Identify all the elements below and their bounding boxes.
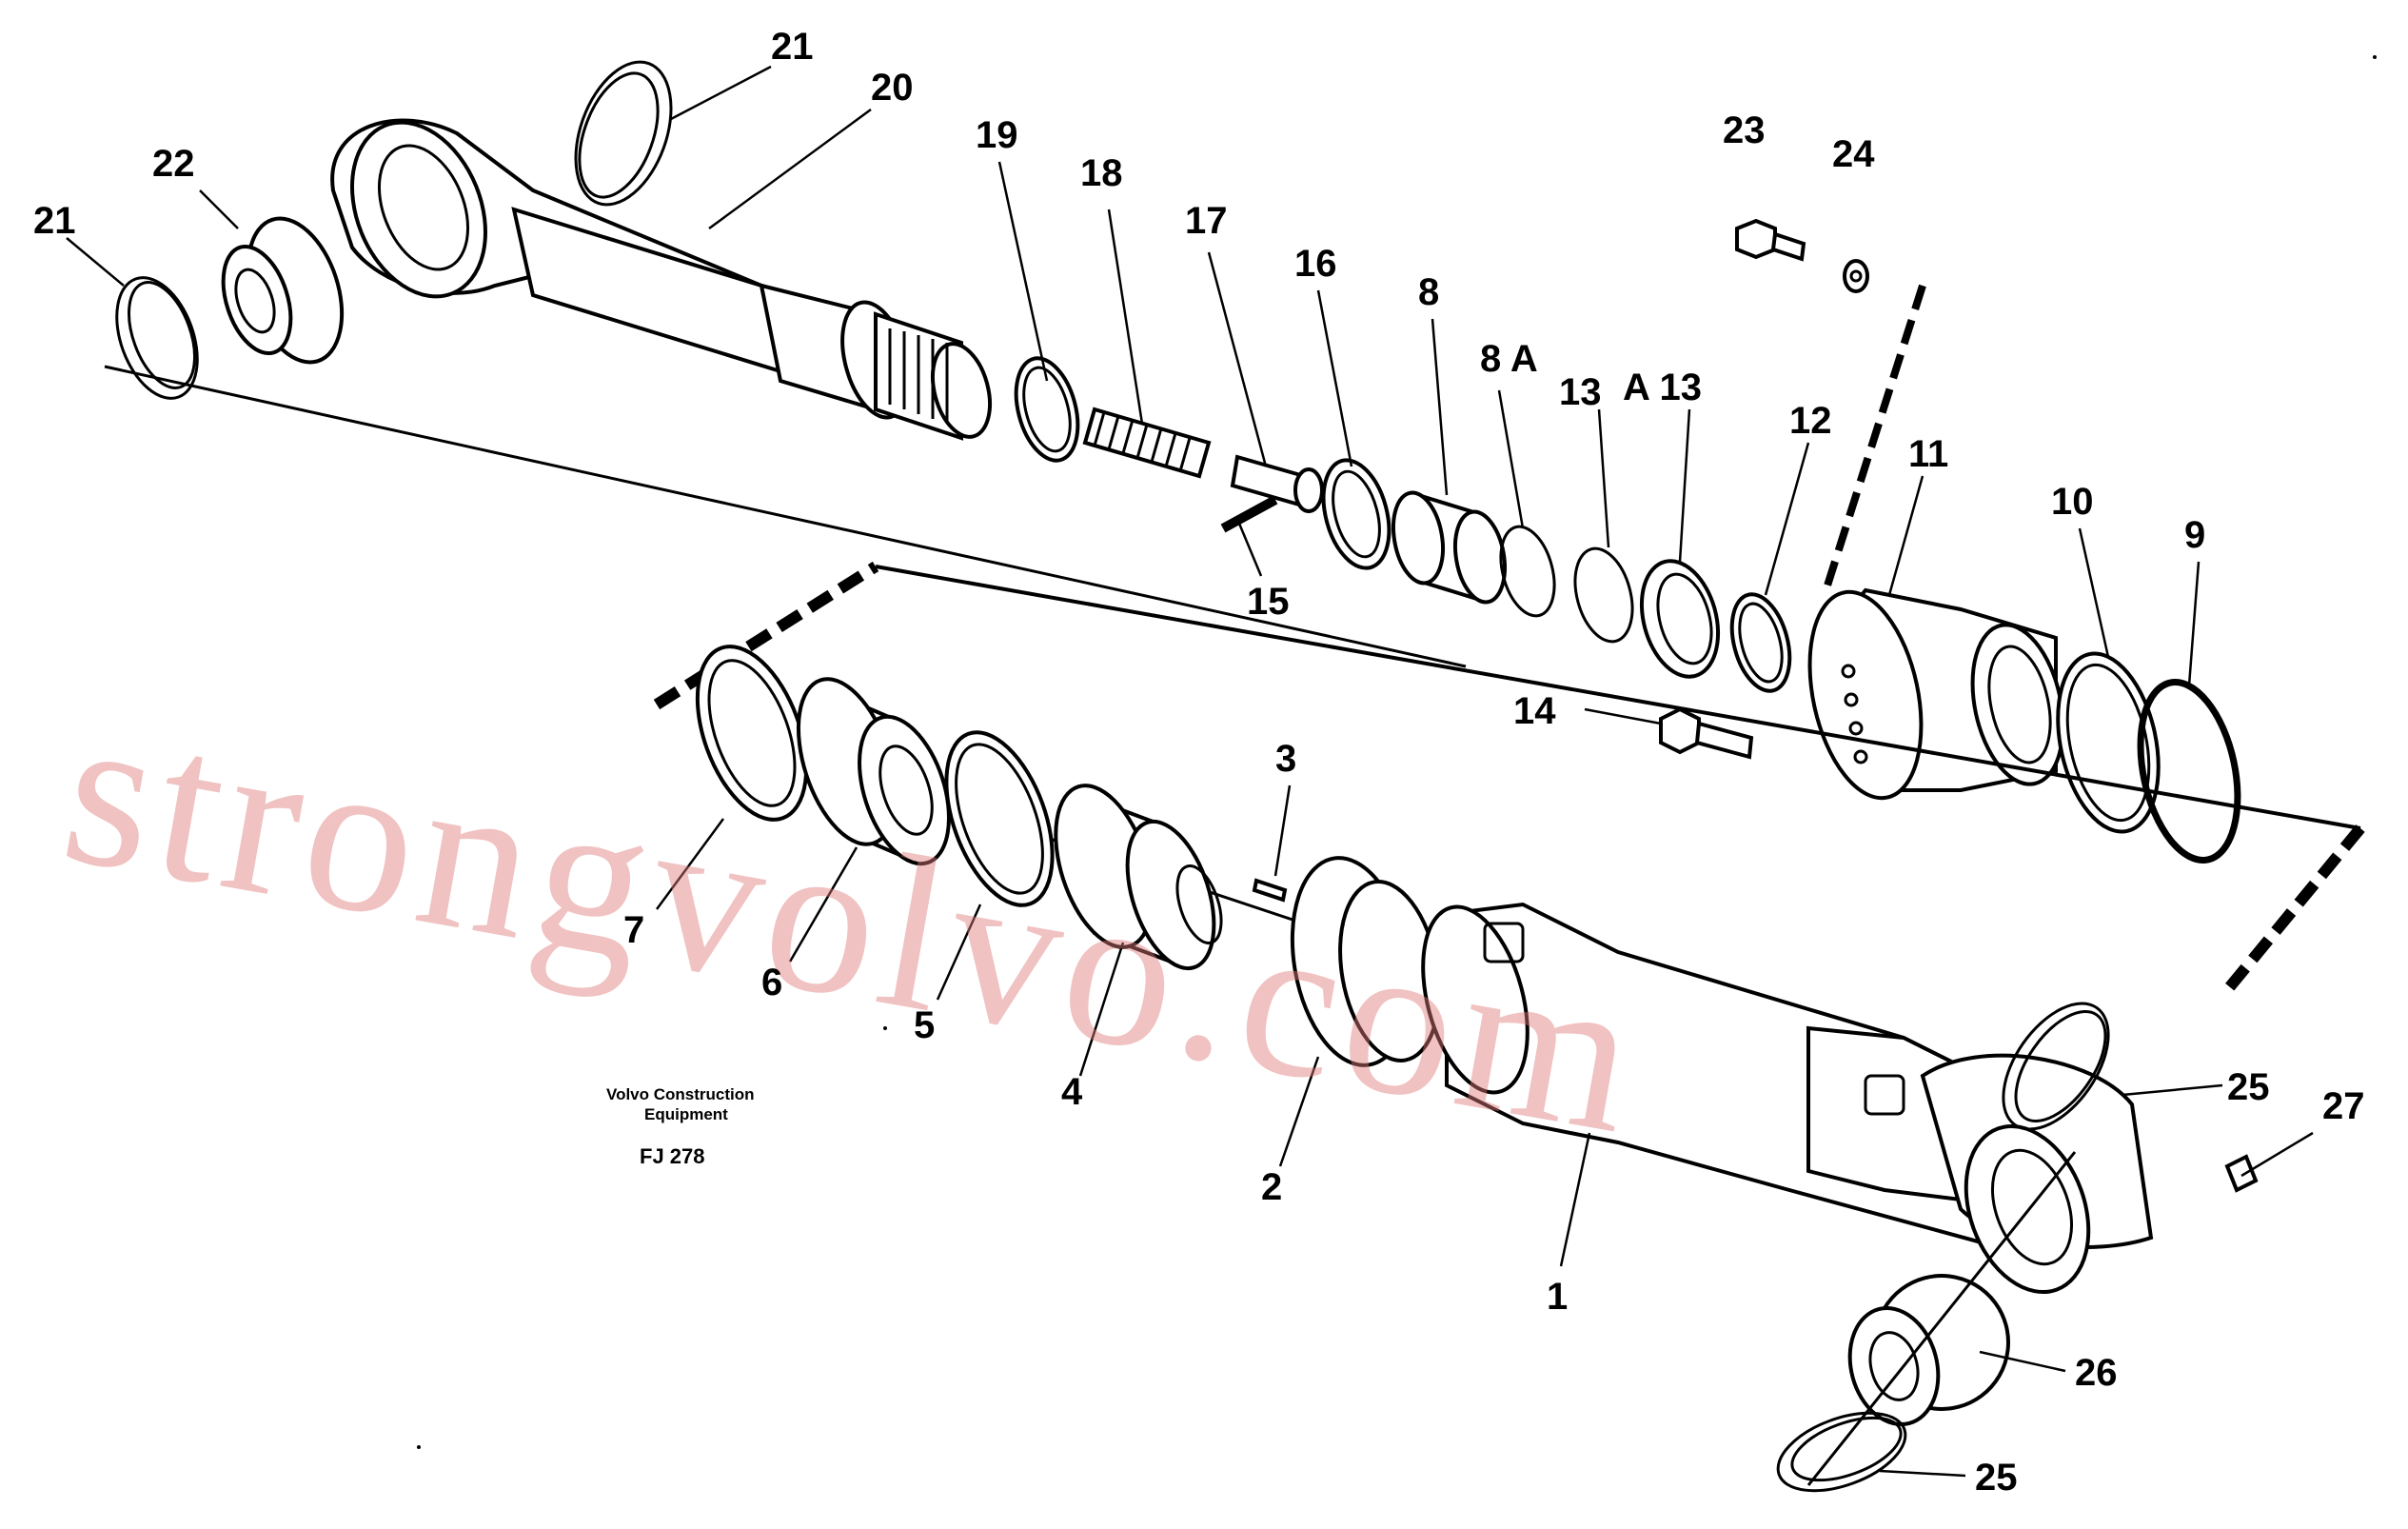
- bolt-23: [1735, 218, 1806, 262]
- callout-26: 26: [2075, 1352, 2118, 1394]
- leader-lines: [66, 65, 2314, 1478]
- lower-assembly: [653, 561, 2365, 1493]
- upper-assembly: [104, 60, 2241, 864]
- ring-9: [2137, 679, 2241, 864]
- grease-nipple-27: [2224, 1154, 2259, 1193]
- callout-15: 15: [1247, 581, 1290, 623]
- retaining-ring-25-upper: [2002, 1002, 2110, 1131]
- spherical-bearing-26: [1847, 1274, 2010, 1427]
- screw-3: [1252, 878, 1288, 903]
- washer-24: [1843, 259, 1869, 293]
- spherical-bearing-22: [221, 216, 345, 365]
- seal-a13: [1639, 559, 1721, 679]
- spring-18: [1082, 407, 1212, 479]
- callout-7: 7: [623, 909, 644, 951]
- callout-21-upper: 21: [771, 26, 814, 68]
- ring-12: [1729, 592, 1792, 693]
- piston-6: [796, 677, 951, 866]
- pin-15: [1220, 495, 1278, 533]
- callout-9: 9: [2184, 514, 2205, 556]
- retaining-ring-21-left: [115, 276, 199, 400]
- callout-4: 4: [1061, 1071, 1083, 1113]
- callout-21-left: 21: [33, 200, 76, 242]
- sleeve-8: [1392, 490, 1507, 605]
- callout-10: 10: [2051, 481, 2094, 523]
- callout-8a: 8 A: [1480, 338, 1538, 380]
- callout-12: 12: [1789, 400, 1832, 442]
- callout-19: 19: [976, 114, 1018, 156]
- callout-8: 8: [1418, 271, 1439, 313]
- callout-a13: A 13: [1623, 367, 1702, 408]
- callout-2: 2: [1261, 1166, 1282, 1208]
- callout-24: 24: [1832, 133, 1875, 175]
- caption: Volvo Construction Equipment FJ 278: [606, 1085, 755, 1168]
- callout-14: 14: [1513, 690, 1556, 732]
- callout-25-upper: 25: [2227, 1066, 2270, 1108]
- callout-18: 18: [1080, 152, 1123, 194]
- ring-16: [1321, 458, 1392, 570]
- valve-17: [1230, 454, 1324, 513]
- callout-6: 6: [761, 962, 782, 1003]
- callout-5: 5: [914, 1004, 935, 1046]
- callout-27: 27: [2322, 1085, 2365, 1127]
- retaining-ring-25-lower: [1776, 1411, 1907, 1493]
- caption-code: FJ 278: [640, 1144, 705, 1168]
- o-ring-19: [1014, 356, 1080, 463]
- callout-17: 17: [1185, 200, 1228, 242]
- callout-25-lower: 25: [1975, 1457, 2018, 1499]
- guide-4: [1054, 784, 1223, 971]
- ring-13: [1573, 546, 1634, 644]
- caption-line1: Volvo Construction: [606, 1085, 755, 1103]
- callout-23: 23: [1723, 109, 1766, 151]
- callout-16: 16: [1294, 243, 1337, 285]
- caption-line2: Equipment: [644, 1105, 728, 1123]
- cylinder-head-11: [1807, 587, 2065, 801]
- retaining-ring-21-upper: [574, 60, 673, 207]
- callout-3: 3: [1275, 738, 1296, 780]
- ring-5: [944, 730, 1055, 907]
- piston-rod-20: [330, 118, 992, 441]
- ring-7: [695, 645, 809, 822]
- callout-1: 1: [1547, 1276, 1568, 1318]
- bolt-14: [1659, 706, 1754, 760]
- callout-22: 22: [152, 143, 195, 185]
- ring-8a: [1499, 525, 1556, 618]
- callout-11: 11: [1908, 433, 1948, 475]
- callout-13: 13: [1559, 371, 1602, 413]
- callouts: 21 20 22 21 19 18 17 16 15 8 8 A 13 A 13…: [33, 26, 2365, 1499]
- callout-20: 20: [871, 67, 914, 109]
